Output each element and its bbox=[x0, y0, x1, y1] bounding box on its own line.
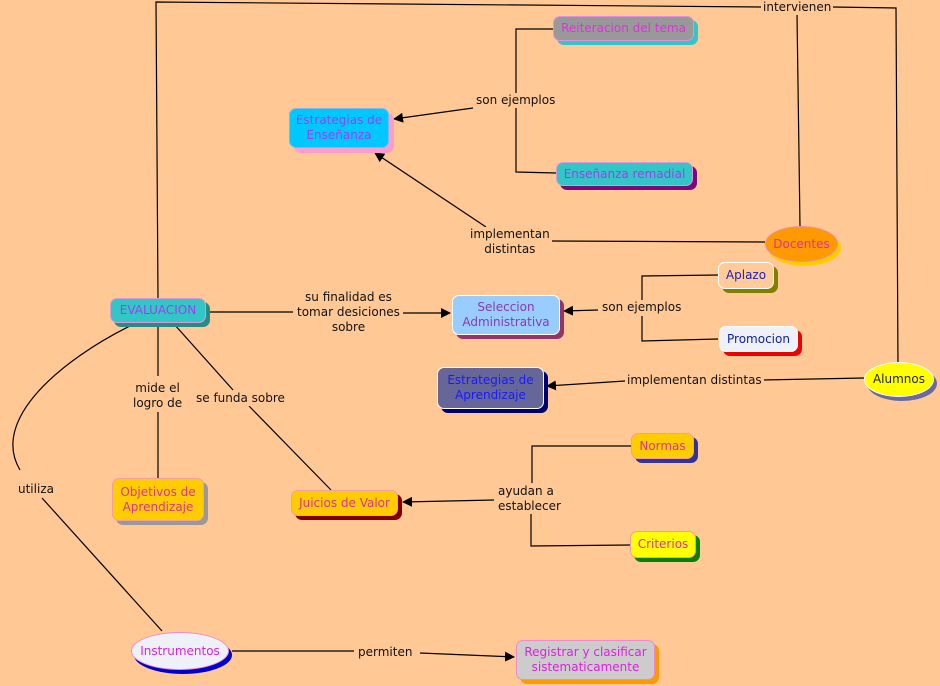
line-implementan-estrategias bbox=[374, 152, 487, 228]
line-ayudan-normas bbox=[531, 445, 631, 483]
line-evaluacion-utiliza bbox=[12, 323, 135, 471]
line-docentes-implementan bbox=[549, 240, 766, 243]
concept-instrumentos[interactable]: Instrumentos bbox=[131, 632, 229, 670]
line-evaluacion-intervienen bbox=[155, 1, 763, 299]
line-sonejemplos-remedial bbox=[515, 108, 557, 174]
link-utiliza: utiliza bbox=[16, 482, 56, 497]
line-sefunda-juicios bbox=[248, 405, 332, 491]
concept-evaluacion[interactable]: EVALUACION bbox=[110, 298, 206, 323]
line-intervienen-docentes bbox=[796, 13, 801, 227]
concept-juicios-de-valor[interactable]: Juicios de Valor bbox=[291, 490, 398, 516]
link-implementan-distintas-2: implementan distintas bbox=[625, 373, 764, 388]
link-su-finalidad: su finalidad es tomar desiciones sobre bbox=[295, 290, 402, 335]
line-sonejemplos2-aplazo bbox=[641, 274, 719, 300]
concept-alumnos[interactable]: Alumnos bbox=[864, 362, 934, 397]
link-son-ejemplos-1: son ejemplos bbox=[474, 93, 558, 108]
link-implementan-distintas-1: implementan distintas bbox=[468, 227, 552, 257]
link-mide-el-logro: mide el logro de bbox=[131, 381, 185, 411]
concept-ensenanza-remadial[interactable]: Enseñanza remadial bbox=[556, 162, 693, 186]
line-sonejemplos-reiteracion bbox=[515, 28, 553, 94]
link-permiten: permiten bbox=[356, 645, 415, 660]
line-ayudan-juicios bbox=[402, 496, 495, 507]
line-utiliza-instrumentos bbox=[41, 497, 163, 632]
line-permiten-registrar bbox=[419, 651, 515, 662]
line-sonejemplos-estrategias bbox=[393, 107, 474, 123]
line-evaluacion-sefunda bbox=[173, 323, 234, 391]
line-intervienen-alumnos bbox=[831, 6, 899, 367]
concept-registrar-clasificar[interactable]: Registrar y clasificar sistematicamente bbox=[516, 640, 655, 680]
concept-docentes[interactable]: Docentes bbox=[765, 226, 838, 262]
line-alumnos-implementan2 bbox=[761, 377, 865, 381]
concept-promocion[interactable]: Promocion bbox=[719, 326, 798, 352]
line-sonejemplos2-promocion bbox=[641, 316, 719, 342]
concept-criterios[interactable]: Criterios bbox=[630, 531, 696, 558]
link-se-funda-sobre: se funda sobre bbox=[194, 391, 287, 406]
line-ayudan-criterios bbox=[530, 513, 631, 547]
link-son-ejemplos-2: son ejemplos bbox=[600, 300, 684, 315]
concept-estrategias-aprendizaje[interactable]: Estrategias de Aprendizaje bbox=[437, 367, 544, 409]
concept-reiteracion-del-tema[interactable]: Reiteracion del tema bbox=[553, 16, 694, 41]
line-implementan2-estrategias bbox=[546, 380, 626, 391]
link-intervienen: intervienen bbox=[761, 0, 834, 15]
concept-normas[interactable]: Normas bbox=[631, 433, 694, 459]
concept-estrategias-ensenanza[interactable]: Estrategias de Enseñanza bbox=[289, 108, 389, 148]
link-ayudan-a-establecer: ayudan a establecer bbox=[496, 484, 563, 514]
concept-objetivos-aprendizaje[interactable]: Objetivos de Aprendizaje bbox=[112, 478, 204, 521]
concept-aplazo[interactable]: Aplazo bbox=[718, 262, 774, 289]
line-sonejemplos2-seleccion bbox=[563, 305, 599, 316]
concept-seleccion-administrativa[interactable]: Seleccion Administrativa bbox=[452, 295, 560, 335]
